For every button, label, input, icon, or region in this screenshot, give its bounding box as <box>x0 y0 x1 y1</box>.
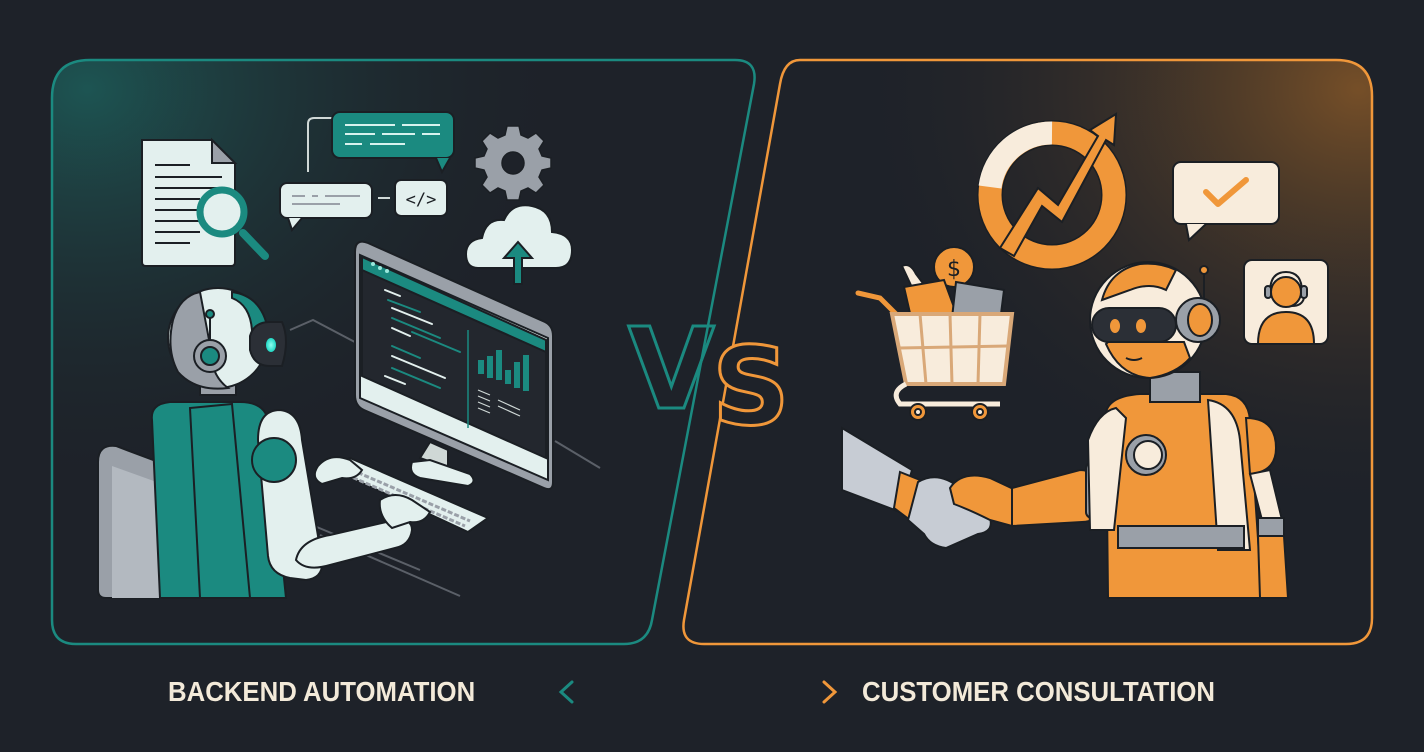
growth-chart-icon <box>977 112 1127 270</box>
customer-consultation-label: CUSTOMER CONSULTATION <box>862 676 1215 707</box>
double-arrow-connector <box>558 680 838 704</box>
dollar-coin-icon: $ <box>947 257 961 282</box>
monitor-icon <box>354 240 554 491</box>
right-panel: $ <box>682 58 1374 646</box>
shopping-cart-icon: $ <box>855 246 1015 421</box>
svg-text:S: S <box>712 325 790 450</box>
svg-text:</>: </> <box>406 190 437 210</box>
vs-badge: V S <box>627 304 792 452</box>
code-icon: </> <box>394 179 448 217</box>
support-agent-icon <box>1243 259 1329 345</box>
chat-bubble-icon <box>279 111 455 233</box>
robot-icon <box>150 287 432 599</box>
backend-automation-label: BACKEND AUTOMATION <box>168 676 476 707</box>
svg-text:V: V <box>628 305 715 435</box>
check-message-icon <box>1172 161 1280 242</box>
cloud-upload-icon <box>464 204 574 285</box>
robot-icon <box>1086 261 1290 599</box>
document-search-icon <box>141 137 269 267</box>
gear-icon <box>474 125 552 201</box>
left-panel: </> <box>50 58 756 646</box>
